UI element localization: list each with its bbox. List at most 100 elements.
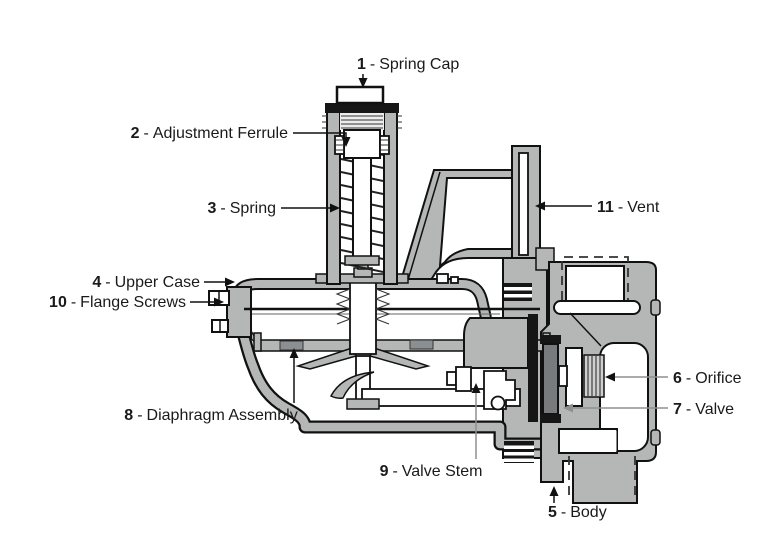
pilot-spring-right [374,288,391,325]
label-number: 2 [131,125,140,142]
label-number: 8 [124,407,133,424]
spring-rod-washer [344,255,380,266]
label-text: 8-Diaphragm Assembly [124,407,297,424]
tower-wall-thread-ticks [322,115,402,129]
pusher-post-slot [365,279,371,351]
label-text: 1-Spring Cap [357,56,459,73]
label-number: 5 [548,504,557,521]
flange-block [226,286,252,338]
union-bolt-top-stripe [504,287,532,291]
lower-case [230,311,540,463]
lever-crescent [329,371,375,399]
body-right-bump-bottom [650,429,661,446]
valve-cage-black-band [528,314,538,422]
body-bottom-port-threads-dashed [568,456,636,500]
label-number: 7 [673,401,682,418]
label-separator: - [220,200,225,217]
label-name: Body [570,504,606,521]
arrowhead-left [535,201,545,211]
callout-labels: 1-Spring Cap 2-Adjustment Ferrule 3-Spri… [49,56,742,521]
arrowhead-down [341,137,351,147]
label-text: 2-Adjustment Ferrule [131,125,289,142]
label-number: 1 [357,56,366,73]
arrowhead-up [471,383,481,393]
label-adjustment-ferrule: 2-Adjustment Ferrule [131,125,351,147]
label-separator: - [137,407,142,424]
label-flange-screws: 10-Flange Screws [49,294,224,311]
arrowhead-up [289,348,299,358]
valve-stem-clevis-tab [446,371,457,386]
label-diaphragm-assembly: 8-Diaphragm Assembly [124,348,299,424]
ferrule-thread-block [340,113,384,130]
valve-body [540,256,661,504]
label-separator: - [370,56,375,73]
vent-horn-interior [438,177,515,269]
label-number: 6 [673,370,682,387]
label-number: 10 [49,294,67,311]
orifice-holder [565,347,583,407]
valve-stem-bar [361,388,521,407]
arrowhead-right [330,203,340,213]
label-valve: 7-Valve [563,401,734,418]
union-bolt-top-stripe [504,294,532,298]
valve-cage [463,317,529,369]
label-number: 9 [380,463,389,480]
diaphragm-plate-lip-left [253,332,262,352]
label-separator: - [618,199,623,216]
diaphragm-stem-foot [346,398,380,410]
arrowhead-down [358,78,368,88]
label-number: 4 [92,274,101,291]
valve-disc [542,343,559,415]
union-bolt-bottom-stripe [504,452,534,456]
union-bolt-bottom-stripe [504,458,534,462]
cavity-join-eraser [601,430,617,452]
label-number: 3 [208,200,217,217]
label-upper-case: 4-Upper Case [92,274,235,291]
label-orifice: 6-Orifice [605,370,742,387]
diaphragm-clamp-right [409,339,434,350]
label-separator: - [144,125,149,142]
label-text: 5-Body [548,504,607,521]
body-right-bump-top [650,299,661,316]
case-bolt-near-vent [436,273,449,284]
pusher-post [349,275,377,355]
union-bolts [504,283,532,301]
label-spring-cap: 1-Spring Cap [357,56,459,88]
label-number: 11 [597,199,614,216]
label-text: 10-Flange Screws [49,294,186,311]
lower-case-band-fill [233,312,540,449]
valve-group [446,314,605,423]
label-name: Vent [627,199,660,216]
adjustment-ferrule [343,129,381,159]
label-name: Spring Cap [379,56,459,73]
vent-flange-slot [518,152,529,256]
body-inner-diagonal-wall [569,312,602,347]
vent-assembly [398,145,541,285]
arrowhead-left [563,403,573,413]
label-name: Flange Screws [80,294,186,311]
label-name: Upper Case [115,274,200,291]
flange [208,286,252,338]
spring-tower [315,85,409,285]
orifice-thread-lines [587,356,601,396]
ferrule-thread-hatch [341,115,383,129]
arrowhead-left [605,372,615,382]
arrowhead-up [549,486,559,496]
label-text: 7-Valve [673,401,734,418]
label-body: 5-Body [548,486,607,521]
label-separator: - [561,504,566,521]
label-name: Diaphragm Assembly [147,407,298,424]
union-bolt-top [504,283,532,301]
orifice-holder-nub [558,365,568,387]
union-bolt-bottom-stripe [504,445,534,449]
label-name: Adjustment Ferrule [153,125,288,142]
diaphragm-clamp-left [279,340,304,351]
label-vent: 11-Vent [535,199,660,216]
spring-cap [335,85,385,105]
label-text: 3-Spring [208,200,276,217]
label-text: 6-Orifice [673,370,742,387]
pusher-post-slot [355,279,361,351]
label-valve-stem: 9-Valve Stem [380,383,482,480]
label-name: Orifice [695,370,741,387]
orifice-threads [583,354,605,398]
